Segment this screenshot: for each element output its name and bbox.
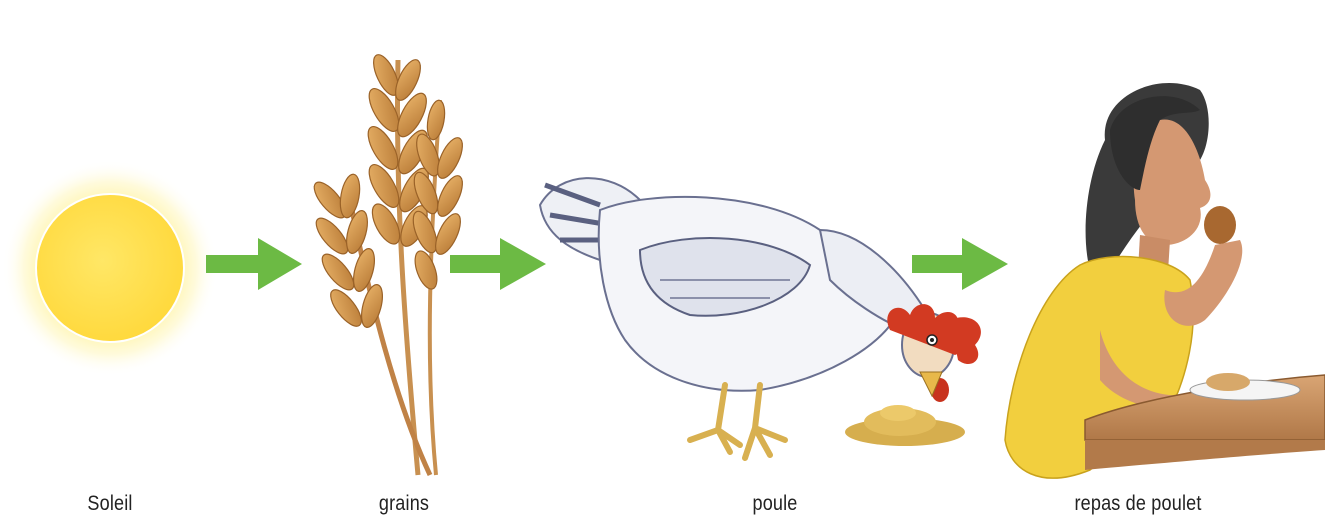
label-meal: repas de poulet: [1074, 492, 1201, 516]
arrow-sun-to-grain: [206, 238, 302, 290]
label-sun: Soleil: [87, 492, 132, 516]
wheat-icon: [309, 51, 467, 475]
label-grain: grains: [379, 492, 429, 516]
hen-icon: [540, 178, 981, 458]
arrow-grain-to-hen: [450, 238, 546, 290]
label-hen: poule: [752, 492, 797, 516]
sun-icon: [2, 160, 218, 376]
arrow-hen-to-meal: [912, 238, 1008, 290]
girl-eating-chicken-icon: [1005, 83, 1325, 478]
